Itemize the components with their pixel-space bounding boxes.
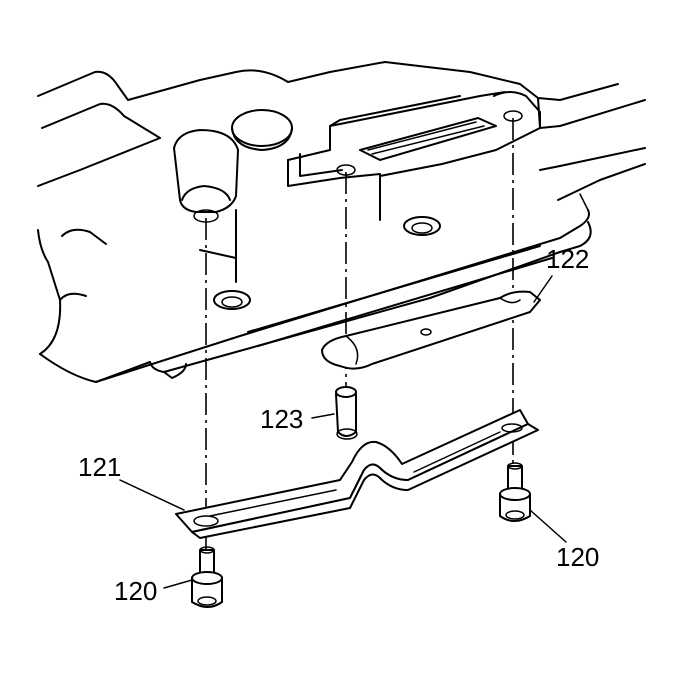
housing-casting — [37, 61, 646, 383]
bolt-left-part — [191, 546, 223, 608]
callout-120-right: 120 — [556, 542, 599, 572]
plate-part — [321, 290, 541, 370]
callout-120-left: 120 — [114, 576, 157, 606]
callout-122: 122 — [546, 244, 589, 274]
callout-121: 121 — [78, 452, 121, 482]
callout-123: 123 — [260, 404, 303, 434]
pin-part — [335, 386, 358, 440]
bolt-right-part — [499, 462, 531, 522]
bracket-part — [175, 409, 539, 539]
leader-lines — [119, 275, 567, 589]
